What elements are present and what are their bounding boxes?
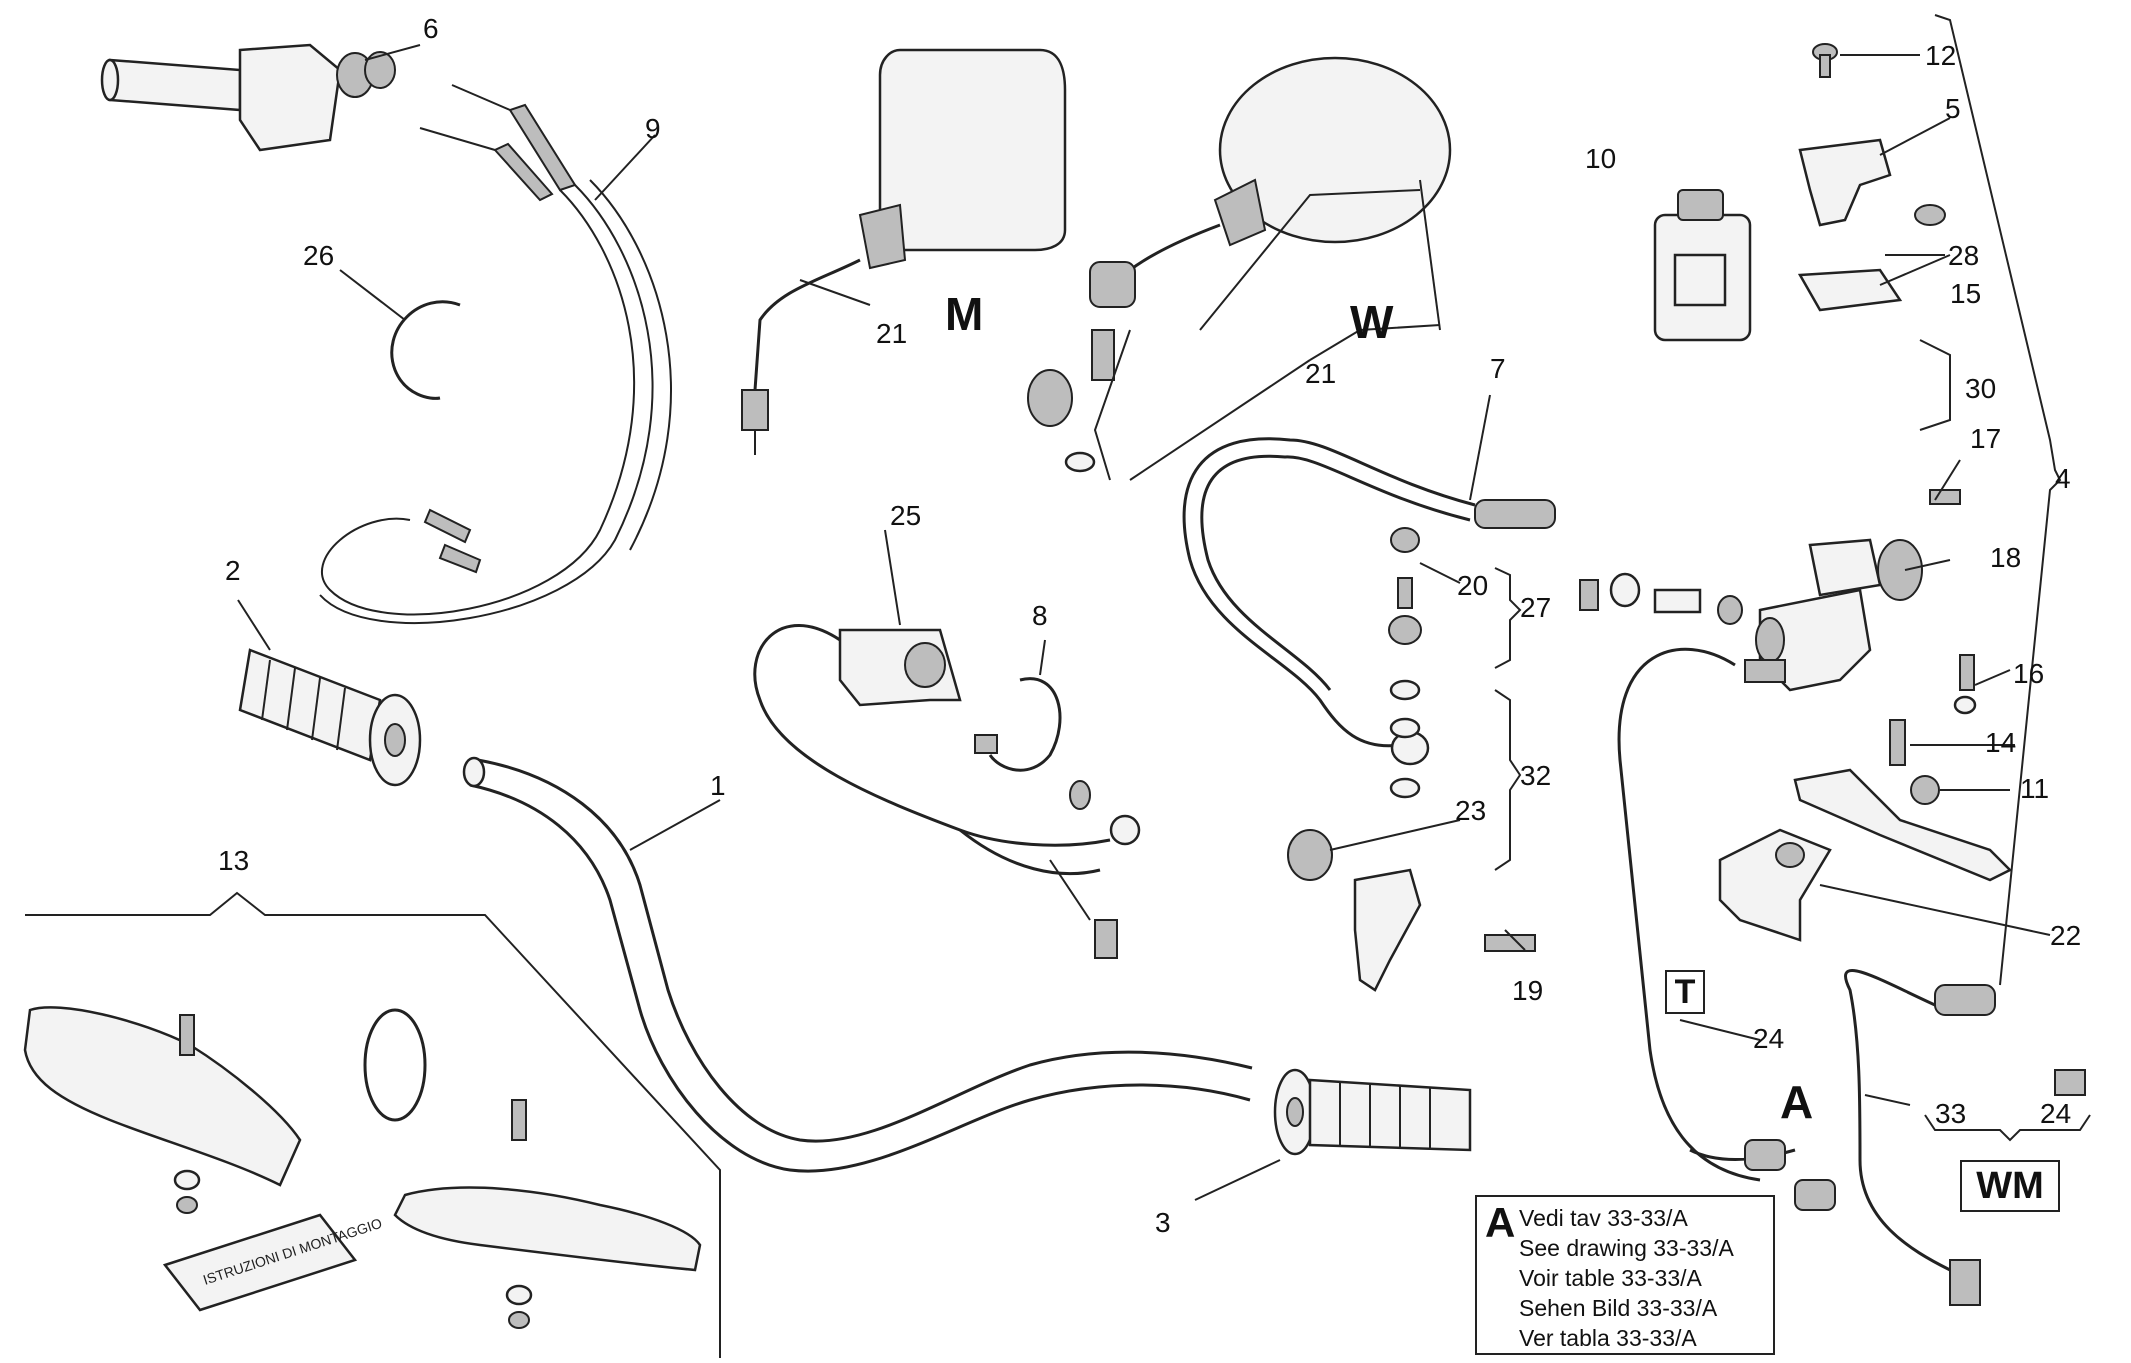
callout-15: 15 bbox=[1950, 278, 1981, 309]
callout-4: 4 bbox=[2055, 463, 2071, 494]
variant-m-label: M bbox=[945, 288, 983, 340]
callout-8: 8 bbox=[1032, 600, 1048, 631]
callout-3: 3 bbox=[1155, 1207, 1171, 1238]
callout-33: 33 bbox=[1935, 1098, 1966, 1129]
callout-1: 1 bbox=[710, 770, 726, 801]
brake-fluid-bottle bbox=[1653, 189, 1752, 342]
variant-w-bracket bbox=[1093, 179, 1441, 481]
callout-19: 19 bbox=[1512, 975, 1543, 1006]
clamp-ring-8 bbox=[974, 677, 1062, 772]
callout-14: 14 bbox=[1985, 727, 2016, 758]
variant-w-label: W bbox=[1350, 296, 1394, 348]
brake-lever bbox=[1793, 768, 2013, 882]
callout-28: 28 bbox=[1948, 240, 1979, 271]
leader-lines bbox=[237, 44, 2051, 1201]
callout-5: 5 bbox=[1945, 93, 1961, 124]
callout-22: 22 bbox=[2050, 920, 2081, 951]
callout-26: 26 bbox=[303, 240, 334, 271]
handguard-kit bbox=[23, 891, 721, 1358]
callout-10: 10 bbox=[1585, 143, 1616, 174]
callout-30: 30 bbox=[1965, 373, 1996, 404]
callout-27: 27 bbox=[1520, 592, 1551, 623]
callout-20: 20 bbox=[1457, 570, 1488, 601]
handlebar bbox=[462, 756, 1253, 1173]
callout-2: 2 bbox=[225, 555, 241, 586]
note-line-es: Ver tabla 33-33/A bbox=[1519, 1325, 1697, 1351]
note-line-fr: Voir table 33-33/A bbox=[1519, 1265, 1702, 1291]
note-line-en: See drawing 33-33/A bbox=[1519, 1235, 1734, 1261]
callout-24-wm: 24 bbox=[2040, 1098, 2071, 1129]
handlebar-switch bbox=[753, 624, 1141, 959]
banjo-hardware bbox=[1287, 527, 1536, 992]
mirror-m bbox=[741, 48, 1067, 455]
callout-21-m: 21 bbox=[876, 318, 907, 349]
left-grip bbox=[238, 648, 422, 787]
callout-25: 25 bbox=[890, 500, 921, 531]
variant-t-box: T bbox=[1665, 970, 1705, 1014]
variant-a-label: A bbox=[1780, 1076, 1813, 1128]
callout-7: 7 bbox=[1490, 353, 1506, 384]
callout-23: 23 bbox=[1455, 795, 1486, 826]
instruction-booklet: ISTRUZIONI DI MONTAGGIO bbox=[162, 1213, 384, 1312]
variant-letters: M W A bbox=[945, 288, 1813, 1128]
callout-6: 6 bbox=[423, 13, 439, 44]
callout-9: 9 bbox=[645, 113, 661, 144]
brake-switch-cable-wm bbox=[1844, 969, 2086, 1306]
mirror-w bbox=[1027, 56, 1452, 473]
upper-clutch-parts bbox=[1797, 43, 1946, 312]
callout-numbers: 1 2 3 4 5 6 7 8 9 10 11 12 13 14 15 16 1… bbox=[218, 13, 2081, 1238]
note-line-it: Vedi tav 33-33/A bbox=[1519, 1205, 1688, 1231]
lever-bracket bbox=[1718, 828, 1832, 942]
callout-11: 11 bbox=[2020, 773, 2049, 804]
callout-18: 18 bbox=[1990, 542, 2021, 573]
brake-hose bbox=[1182, 437, 1556, 766]
throttle-cables bbox=[319, 84, 672, 625]
callout-24-t: 24 bbox=[1753, 1023, 1784, 1054]
callout-17: 17 bbox=[1970, 423, 2001, 454]
reference-note: A Vedi tav 33-33/A See drawing 33-33/A V… bbox=[1475, 1195, 1775, 1355]
note-letter: A bbox=[1485, 1199, 1516, 1246]
clamp-ring-26 bbox=[390, 300, 461, 400]
brake-master-cylinder bbox=[1579, 489, 1977, 766]
right-grip bbox=[1273, 1068, 1472, 1156]
callout-32: 32 bbox=[1520, 760, 1551, 791]
variant-t-label: T bbox=[1674, 973, 1696, 1011]
note-line-de: Sehen Bild 33-33/A bbox=[1519, 1295, 1718, 1321]
throttle-assembly bbox=[100, 43, 396, 152]
callout-16: 16 bbox=[2013, 658, 2044, 689]
group-brackets bbox=[1494, 14, 2091, 1142]
brake-switch-cable-t bbox=[1617, 647, 1836, 1211]
callout-21-w: 21 bbox=[1305, 358, 1336, 389]
callout-13: 13 bbox=[218, 845, 249, 876]
variant-wm-box: WM bbox=[1960, 1160, 2060, 1212]
variant-wm-label: WM bbox=[1976, 1165, 2044, 1207]
callout-12: 12 bbox=[1925, 40, 1956, 71]
